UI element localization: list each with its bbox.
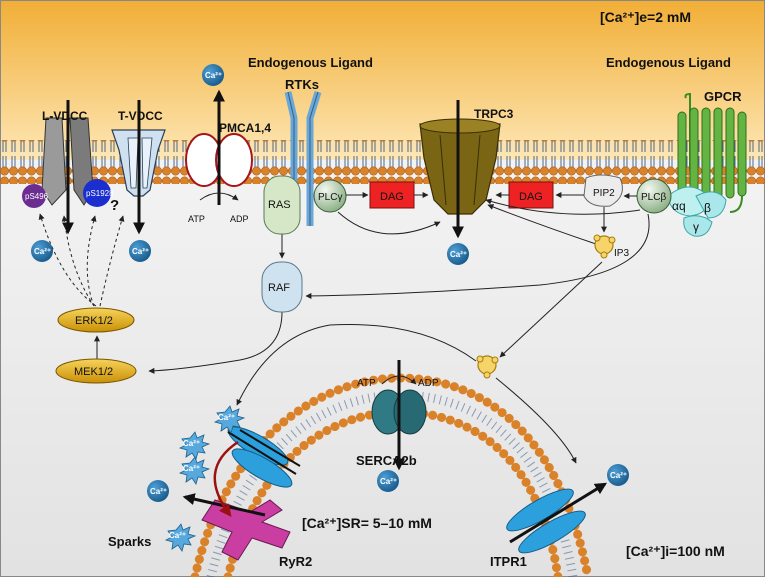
ryr2-label: RyR2 (279, 554, 312, 569)
g-alpha-q-label: αq (672, 199, 686, 213)
ca-spark-4: Ca²⁺ (164, 523, 197, 552)
svg-text:Ca²⁺: Ca²⁺ (205, 71, 222, 80)
ca-ion-itpr1: Ca²⁺ (607, 464, 629, 486)
ca-ion-serca: Ca²⁺ (377, 470, 399, 492)
ps496-badge: pS496 (22, 184, 49, 208)
rtks-label: RTKs (285, 77, 319, 92)
t-vdcc-channel (111, 100, 166, 235)
ras-label: RAS (268, 199, 291, 211)
pmca-adp-label: ADP (230, 214, 249, 224)
svg-text:Ca²⁺: Ca²⁺ (34, 247, 51, 256)
svg-text:Ca²⁺: Ca²⁺ (150, 487, 167, 496)
svg-text:Ca²⁺: Ca²⁺ (610, 471, 627, 480)
sparks-label: Sparks (108, 534, 151, 549)
erk-label: ERK1/2 (75, 315, 113, 327)
ca-spark-2: Ca²⁺ (178, 431, 211, 460)
dag-right-label: DAG (519, 191, 543, 203)
g-gamma-label: γ (693, 220, 699, 234)
ca-spark-1: Ca²⁺ (213, 405, 246, 434)
ip3-label: IP3 (614, 248, 629, 259)
ca-spark-3: Ca²⁺ (178, 456, 211, 485)
dag-box-left (369, 181, 415, 209)
plc-gamma (313, 179, 347, 213)
ip3-molecule (593, 234, 616, 259)
extracellular-ca-concentration: [Ca²⁺]e=2 mM (600, 9, 691, 25)
svg-text:Ca²⁺: Ca²⁺ (450, 250, 467, 259)
pip2-label: PIP2 (593, 188, 615, 199)
ip3-molecule-cytosol (476, 355, 499, 379)
serca-adp-label: ADP (418, 378, 439, 389)
ca-ion-trpc3: Ca²⁺ (447, 243, 469, 265)
trpc3-label: TRPC3 (474, 107, 514, 121)
svg-text:Ca²⁺: Ca²⁺ (183, 464, 200, 473)
l-vdcc-label: L-VDCC (42, 109, 88, 123)
pmca-label: PMCA1,4 (219, 121, 271, 135)
svg-text:Ca²⁺: Ca²⁺ (169, 531, 186, 540)
serca-pump (371, 360, 427, 471)
ca-ion-lvdcc: Ca²⁺ (31, 240, 53, 262)
ps1928-badge: pS1928 (83, 179, 114, 207)
t-vdcc-label: T-VDCC (118, 109, 163, 123)
endogenous-ligand-right-label: Endogenous Ligand (606, 55, 731, 70)
ca-ion-pmca-top: Ca²⁺ (202, 64, 224, 86)
raf-protein (261, 261, 303, 313)
plc-beta-label: PLCβ (641, 192, 666, 203)
ras-protein (263, 175, 301, 235)
mek-kinase (55, 358, 137, 384)
plc-gamma-label: PLCγ (318, 192, 342, 203)
pmca-atp-label: ATP (188, 214, 205, 224)
ca-ion-tvdcc: Ca²⁺ (129, 240, 151, 262)
svg-text:Ca²⁺: Ca²⁺ (380, 477, 397, 486)
serca-atp-label: ATP (357, 378, 376, 389)
svg-text:Ca²⁺: Ca²⁺ (218, 413, 235, 422)
raf-label: RAF (268, 282, 290, 294)
ryr2-channel (182, 426, 301, 561)
plasma-membrane (0, 140, 765, 184)
gpcr-receptor (677, 92, 747, 213)
dag-left-label: DAG (380, 191, 404, 203)
trpc3-channel (419, 100, 501, 239)
g-protein (667, 186, 727, 237)
svg-text:Ca²⁺: Ca²⁺ (132, 247, 149, 256)
pip2 (583, 174, 623, 207)
l-vdcc-channel (41, 100, 94, 235)
g-beta-label: β (704, 201, 711, 215)
erk-kinase (57, 307, 135, 333)
mek-label: MEK1/2 (74, 366, 113, 378)
gpcr-label: GPCR (704, 89, 742, 104)
serca-label: SERCA2b (356, 453, 417, 468)
sr-ca-concentration: [Ca²⁺]SR= 5–10 mM (302, 515, 432, 531)
svg-text:pS1928: pS1928 (86, 189, 114, 198)
endogenous-ligand-left-label: Endogenous Ligand (248, 55, 373, 70)
signaling-arrows (38, 192, 650, 464)
svg-text:pS496: pS496 (25, 192, 49, 201)
unknown-phosphorylation-mark: ? (110, 197, 119, 214)
svg-text:Ca²⁺: Ca²⁺ (183, 439, 200, 448)
pmca-pump (185, 89, 253, 205)
itpr1-label: ITPR1 (490, 554, 527, 569)
itpr1-channel (506, 482, 608, 554)
intracellular-ca-concentration: [Ca²⁺]i=100 nM (626, 543, 725, 559)
ca-ion-ryr2: Ca²⁺ (147, 480, 169, 502)
